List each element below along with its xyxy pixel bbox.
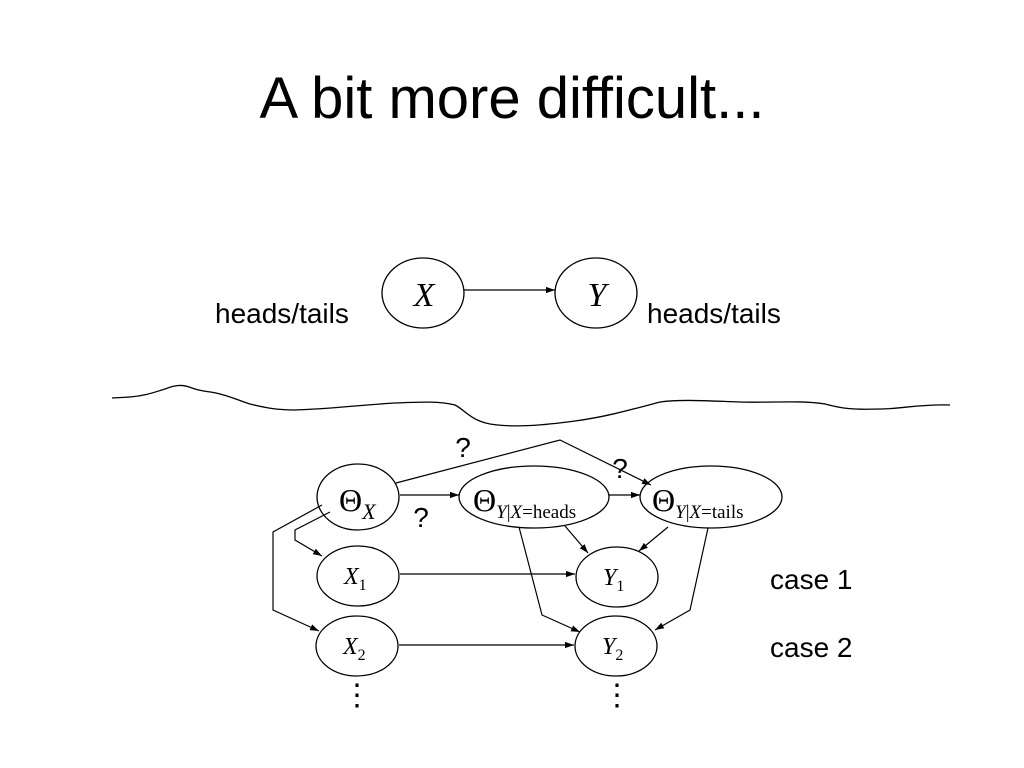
node-theta-y-given-heads	[458, 465, 610, 529]
node-y2	[574, 615, 658, 677]
left-heads-tails-label: heads/tails	[215, 298, 349, 329]
theta-heads-sub-rest: =heads	[522, 502, 576, 523]
theta-heads-sub-x: X	[510, 502, 524, 523]
y1-main: Y	[603, 565, 619, 591]
vertical-ellipsis-left: ⋮	[342, 679, 372, 712]
node-theta-heads-label: ΘY|X=heads	[473, 482, 576, 523]
node-y	[554, 257, 638, 329]
node-theta-x	[316, 463, 400, 531]
theta-tails-sub-bar: |	[686, 502, 690, 523]
edge-theta-x-to-x1	[294, 511, 331, 557]
node-x2-label: X2	[342, 634, 366, 664]
edge-theta-x-to-theta-tails	[395, 439, 652, 486]
theta-heads-symbol: Θ	[473, 482, 496, 518]
question-mark-right: ?	[612, 453, 628, 484]
theta-heads-sub-bar: |	[507, 502, 511, 523]
edge-theta-tails-to-y2	[654, 527, 709, 631]
node-x2	[315, 615, 399, 677]
node-x1	[316, 545, 400, 607]
theta-x-subscript: X	[361, 499, 377, 524]
right-heads-tails-label: heads/tails	[647, 298, 781, 329]
edge-theta-tails-to-y1	[638, 526, 669, 552]
edge-theta-x-to-x2	[272, 504, 323, 632]
theta-tails-symbol: Θ	[652, 482, 675, 518]
wavy-separator	[111, 384, 951, 427]
case-1-label: case 1	[770, 564, 853, 595]
node-theta-y-given-tails	[639, 465, 783, 529]
bottom-graph: ΘX ΘY|X=heads ΘY|X=tails X1 Y1 X2 Y2 ? ?…	[272, 432, 853, 712]
question-mark-top: ?	[455, 432, 471, 463]
case-2-label: case 2	[770, 632, 853, 663]
x2-sub: 2	[358, 647, 366, 664]
x2-main: X	[342, 634, 359, 660]
slide-title: A bit more difficult...	[259, 66, 764, 131]
node-y1-label: Y1	[603, 565, 624, 595]
y2-main: Y	[602, 634, 618, 660]
node-x	[381, 257, 465, 329]
edge-theta-heads-to-y1	[564, 525, 589, 554]
top-graph: X Y heads/tails heads/tails	[215, 257, 781, 329]
vertical-ellipsis-right: ⋮	[602, 679, 632, 712]
theta-tails-sub-y: Y	[675, 502, 688, 523]
theta-tails-sub-rest: =tails	[701, 502, 743, 523]
edge-theta-heads-to-y2	[518, 526, 581, 633]
node-theta-x-label: ΘX	[339, 482, 377, 524]
theta-x-symbol: Θ	[339, 482, 362, 518]
y1-sub: 1	[616, 578, 624, 595]
question-mark-middle: ?	[413, 502, 429, 533]
node-theta-tails-label: ΘY|X=tails	[652, 482, 744, 523]
node-y1	[575, 546, 659, 608]
y2-sub: 2	[615, 647, 623, 664]
node-y-label: Y	[588, 277, 610, 314]
node-y2-label: Y2	[602, 634, 623, 664]
theta-heads-sub-y: Y	[496, 502, 509, 523]
node-x-label: X	[412, 277, 436, 314]
node-x1-label: X1	[343, 564, 367, 594]
x1-main: X	[343, 564, 360, 590]
x1-sub: 1	[359, 577, 367, 594]
theta-tails-sub-x: X	[689, 502, 703, 523]
